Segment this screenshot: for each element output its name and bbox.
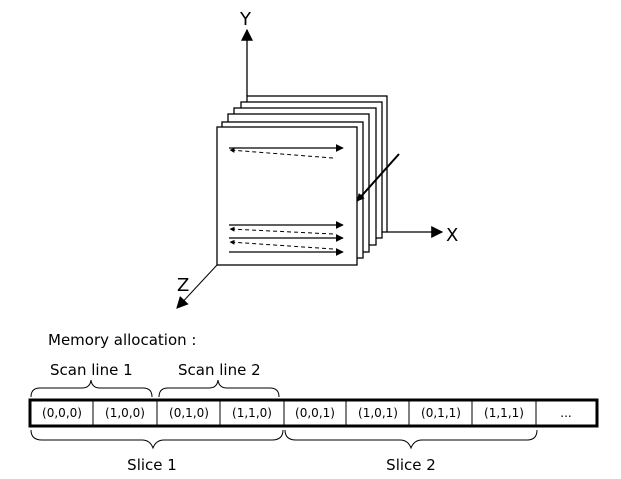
- memory-cell: (0,0,1): [295, 406, 335, 420]
- scan-line-braces: [30, 379, 280, 398]
- z-axis-label: Z: [177, 275, 189, 296]
- return-arrow: [229, 239, 334, 250]
- memory-cell: (1,0,0): [105, 406, 145, 420]
- memory-cell: (0,0,0): [42, 406, 82, 420]
- y-axis-label: Y: [239, 9, 252, 30]
- return-arrow: [229, 226, 334, 235]
- memory-allocation-label: Memory allocation :: [48, 331, 196, 349]
- slice-1: [216, 126, 358, 266]
- return-arrow: [229, 147, 334, 159]
- memory-cell: (0,1,1): [421, 406, 461, 420]
- slice-2-label: Slice 2: [386, 456, 436, 474]
- z-axis: [176, 264, 218, 309]
- scan-line-1-label: Scan line 1: [50, 361, 133, 379]
- scan-arrows: [229, 144, 400, 256]
- memory-cell: (1,0,1): [358, 406, 398, 420]
- slice-order-arrow: [356, 153, 400, 202]
- memory-cell-ellipsis: ...: [560, 406, 571, 420]
- slice-1-label: Slice 1: [127, 456, 177, 474]
- memory-cell: (1,1,0): [232, 406, 272, 420]
- scan-line-2-brace: [158, 379, 280, 398]
- memory-cell: (0,1,0): [169, 406, 209, 420]
- scan-line-2-label: Scan line 2: [178, 361, 261, 379]
- x-axis-label: X: [446, 225, 458, 246]
- slice-1-brace: [30, 429, 284, 450]
- slice-braces: [30, 429, 538, 450]
- memory-array: (0,0,0) (1,0,0) (0,1,0) (1,1,0) (0,0,1) …: [28, 398, 599, 428]
- memory-cell: (1,1,1): [484, 406, 524, 420]
- scan-line-1-brace: [30, 379, 153, 398]
- slice-stack: [216, 95, 388, 266]
- slice-2-brace: [284, 429, 538, 450]
